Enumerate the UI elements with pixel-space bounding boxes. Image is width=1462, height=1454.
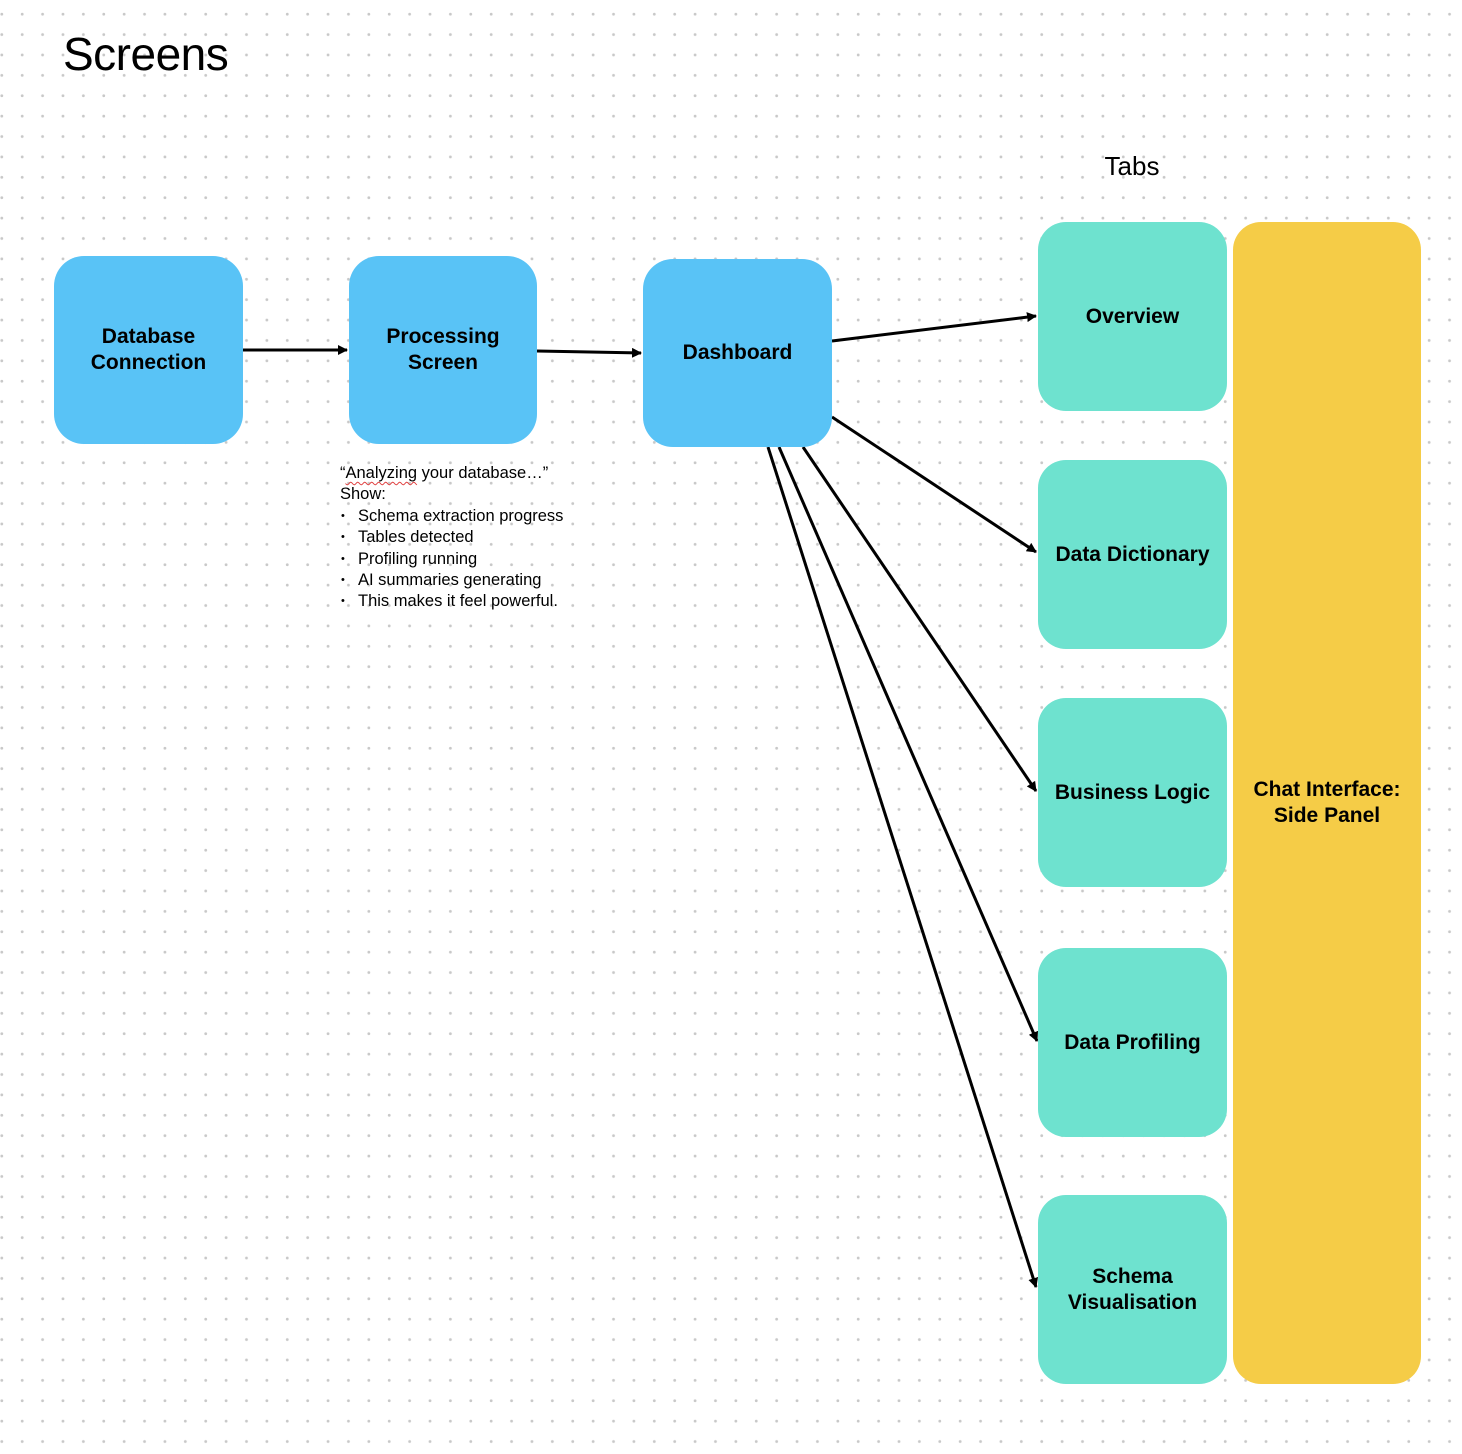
processing-note-show-label: Show: [340, 485, 386, 504]
arrow-dashboard-to-schema-visualisation[interactable] [766, 446, 1039, 1288]
database-connection-label-line1: Database [101, 325, 196, 348]
processing-screen-node[interactable]: Processing Screen [349, 256, 537, 444]
quote-open: “ [340, 464, 346, 482]
arrow-dashboard-to-business-logic[interactable] [801, 446, 1038, 792]
list-item: This makes it feel powerful. [340, 591, 563, 613]
list-item: Profiling running [340, 549, 563, 571]
tab-business-logic-label: Business Logic [1054, 780, 1211, 804]
arrow-dashboard-to-data-profiling[interactable] [777, 446, 1039, 1042]
processing-note-list: Schema extraction progress Tables detect… [340, 506, 563, 613]
tab-data-dictionary-node[interactable]: Data Dictionary [1038, 460, 1227, 649]
tab-business-logic-node[interactable]: Business Logic [1038, 698, 1227, 887]
tab-data-profiling-label: Data Profiling [1064, 1030, 1201, 1054]
tab-overview-label: Overview [1085, 304, 1180, 328]
dashboard-node[interactable]: Dashboard [643, 259, 832, 447]
tab-data-profiling-node[interactable]: Data Profiling [1038, 948, 1227, 1137]
arrow-dashboard-to-data-dictionary[interactable] [831, 415, 1037, 554]
tab-schema-visualisation-node[interactable]: Schema Visualisation [1038, 1195, 1227, 1384]
dashboard-label: Dashboard [682, 341, 793, 364]
processing-screen-label-line2: Screen [407, 351, 479, 374]
quote-rest: your database…” [417, 464, 549, 482]
processing-screen-label-line1: Processing [386, 325, 500, 348]
chat-interface-side-panel-node[interactable]: Chat Interface: Side Panel [1233, 222, 1421, 1384]
tabs-heading: Tabs [1104, 151, 1160, 181]
list-item: Schema extraction progress [340, 506, 563, 528]
database-connection-node[interactable]: Database Connection [54, 256, 243, 444]
arrow-dashboard-to-overview[interactable] [831, 312, 1037, 343]
list-item: Tables detected [340, 527, 563, 549]
quote-word-misspelled: Analyzing [345, 464, 418, 482]
tab-schema-visualisation-label-line1: Schema [1092, 1264, 1173, 1288]
list-item: AI summaries generating [340, 570, 563, 592]
tab-data-dictionary-label: Data Dictionary [1055, 542, 1210, 566]
chat-panel-label-line2: Side Panel [1273, 804, 1381, 827]
canvas-title: Screens [63, 28, 229, 80]
database-connection-label-line2: Connection [90, 351, 207, 374]
arrow-processing-to-dashboard[interactable] [536, 347, 642, 358]
processing-note-quote: “Analyzing your database…” [340, 463, 563, 484]
processing-note: “Analyzing your database…” Show: Schema … [340, 463, 563, 613]
chat-panel-label-line1: Chat Interface: [1253, 778, 1401, 801]
tab-overview-node[interactable]: Overview [1038, 222, 1227, 411]
tab-schema-visualisation-label-line2: Visualisation [1067, 1290, 1198, 1314]
